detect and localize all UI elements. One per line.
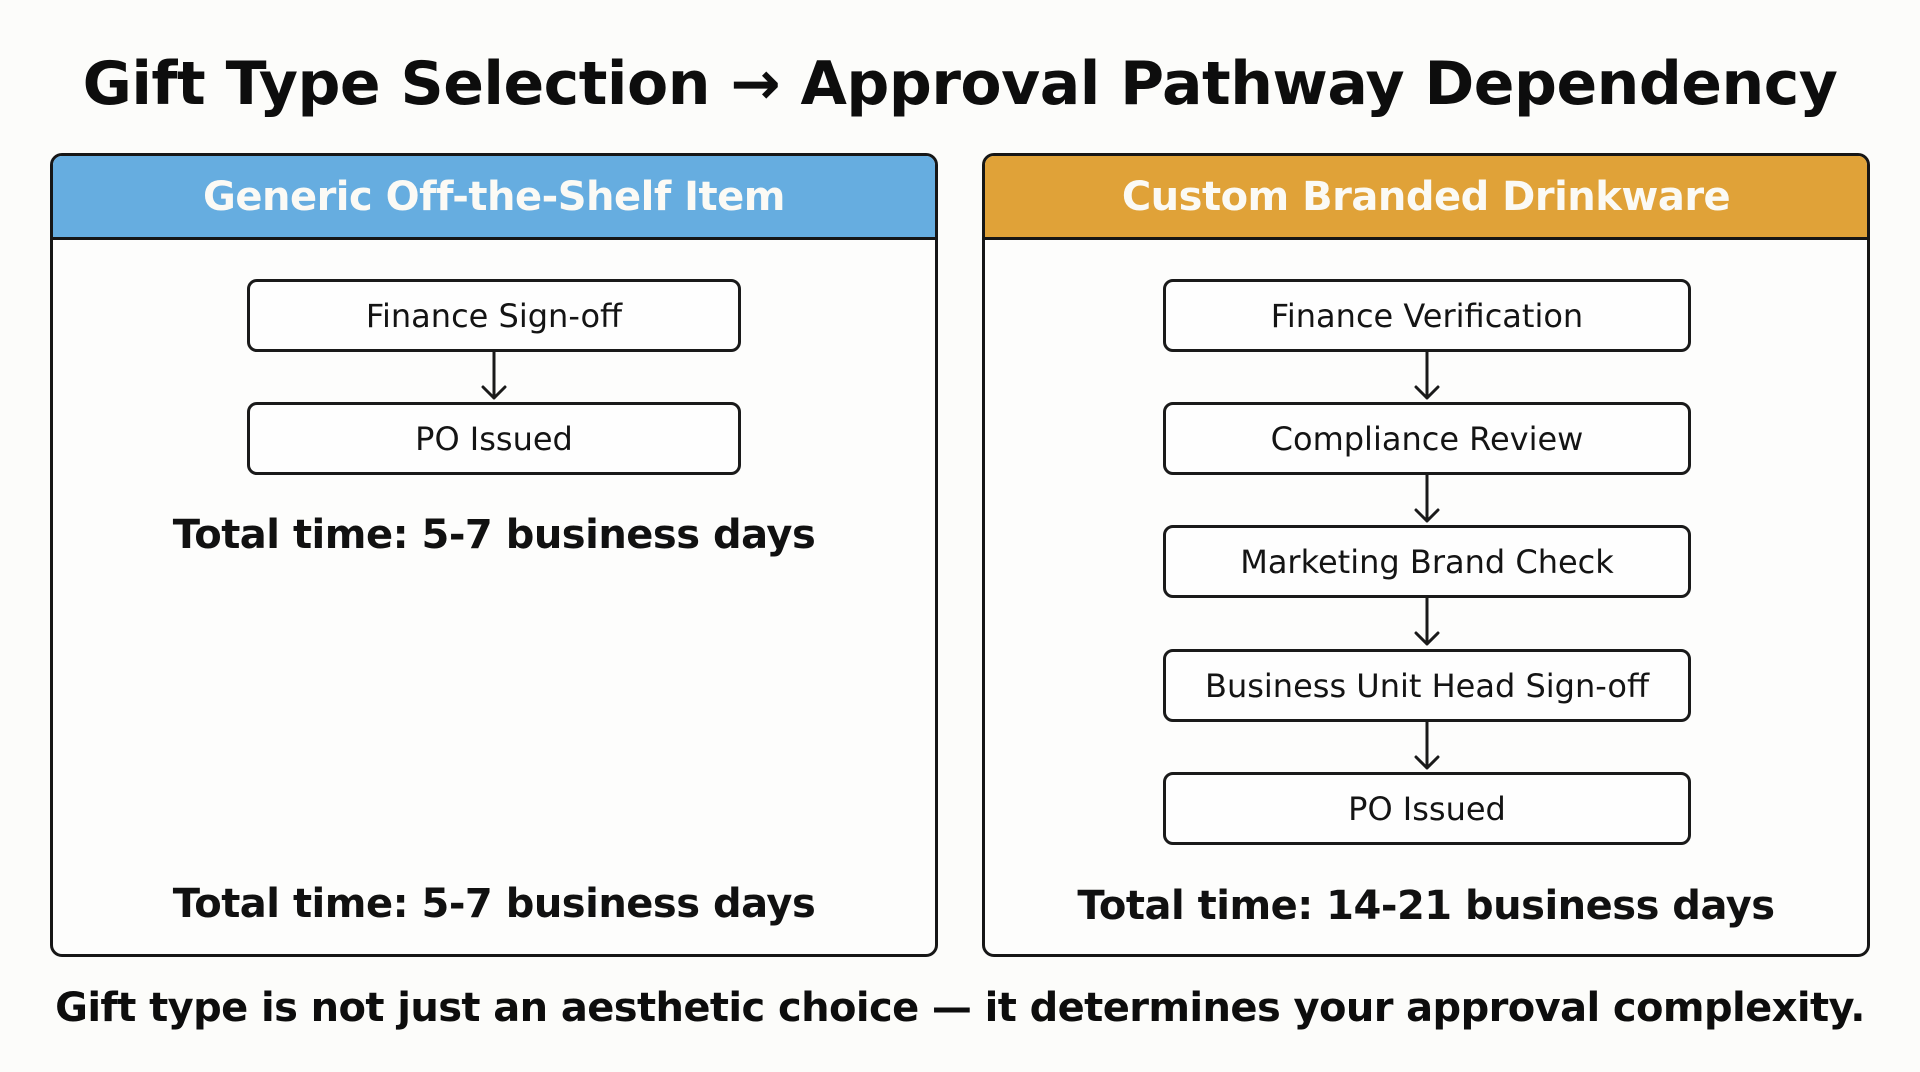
custom-total-time: Total time: 14-21 business days (1077, 883, 1775, 929)
custom-drinkware-header-label: Custom Branded Drinkware (1121, 173, 1731, 220)
custom-step-finance-verification: Finance Verification (1163, 279, 1691, 352)
generic-item-panel: Generic Off-the-Shelf Item Finance Sign-… (50, 153, 938, 957)
custom-drinkware-header: Custom Branded Drinkware (985, 156, 1867, 240)
custom-step-po-issued: PO Issued (1163, 772, 1691, 845)
generic-total-time-bottom: Total time: 5-7 business days (172, 881, 816, 927)
generic-item-header-label: Generic Off-the-Shelf Item (203, 173, 785, 220)
step-label: PO Issued (1348, 789, 1506, 828)
custom-step-compliance-review: Compliance Review (1163, 402, 1691, 475)
down-arrow-icon (1412, 722, 1442, 772)
footer-caption: Gift type is not just an aesthetic choic… (55, 985, 1865, 1031)
diagram-title: Gift Type Selection → Approval Pathway D… (82, 49, 1838, 119)
generic-item-header: Generic Off-the-Shelf Item (53, 156, 935, 240)
step-label: Business Unit Head Sign-off (1205, 666, 1649, 705)
step-label: PO Issued (415, 419, 573, 458)
step-label: Marketing Brand Check (1240, 542, 1614, 581)
generic-step-po-issued: PO Issued (247, 402, 741, 475)
step-label: Finance Verification (1270, 296, 1584, 335)
custom-step-business-unit-head-sign-off: Business Unit Head Sign-off (1163, 649, 1691, 722)
step-label: Compliance Review (1270, 419, 1584, 458)
down-arrow-icon (479, 352, 509, 402)
custom-drinkware-panel: Custom Branded Drinkware Finance Verific… (982, 153, 1870, 957)
generic-step-finance-sign-off: Finance Sign-off (247, 279, 741, 352)
step-label: Finance Sign-off (365, 296, 623, 335)
custom-step-marketing-brand-check: Marketing Brand Check (1163, 525, 1691, 598)
down-arrow-icon (1412, 598, 1442, 648)
down-arrow-icon (1412, 352, 1442, 402)
generic-total-time-upper: Total time: 5-7 business days (172, 512, 816, 558)
down-arrow-icon (1412, 475, 1442, 525)
